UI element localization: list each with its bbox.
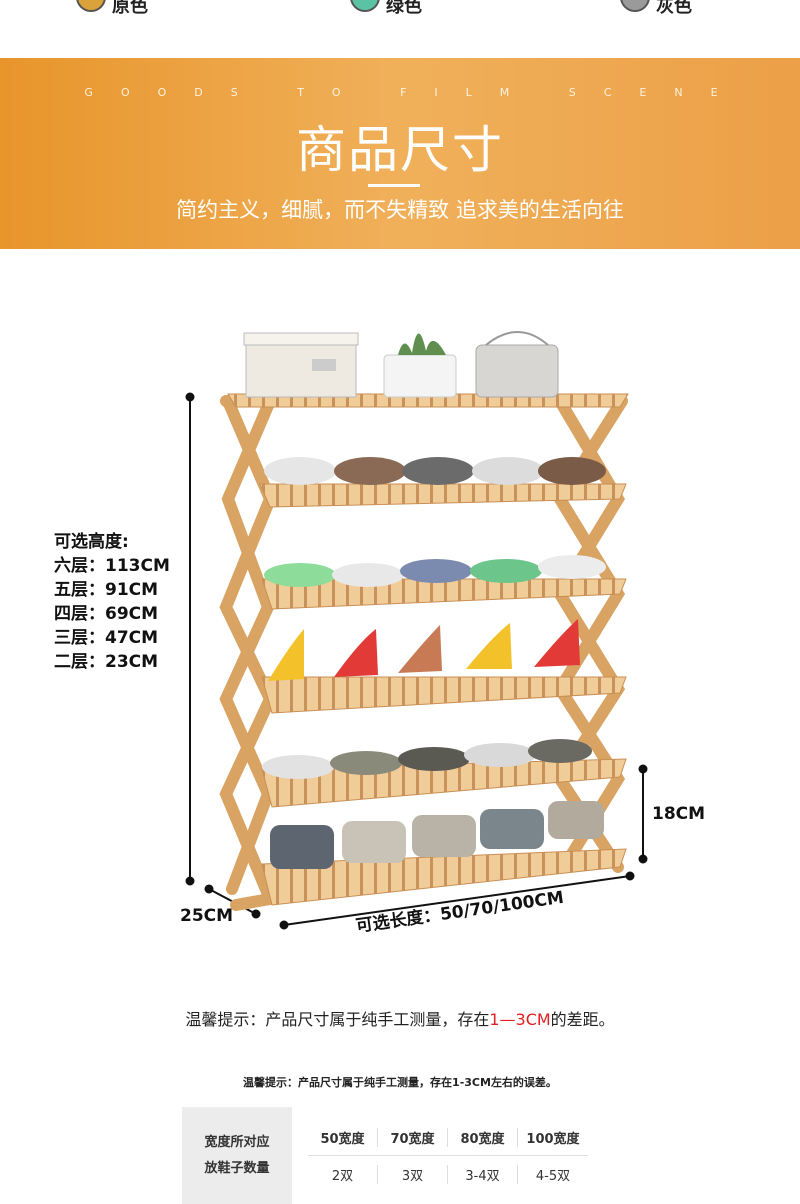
- capacity-grid: 50宽度 70宽度 80宽度 100宽度 2双 3双 3-4双 4-5双: [308, 1119, 588, 1192]
- pairs-cell: 4-5双: [535, 1168, 571, 1184]
- tip-text-after: 的差距。: [550, 1010, 615, 1029]
- banner-title: 商品尺寸: [296, 121, 504, 179]
- capacity-header-line2: 放鞋子数量: [204, 1160, 270, 1176]
- shoes-tier-2: [264, 555, 606, 587]
- swatch-wood-label: 原色: [112, 0, 148, 17]
- banner-divider: [368, 184, 420, 187]
- shoes-tier-4: [262, 739, 592, 779]
- height-two: 二层：23CM: [54, 652, 159, 672]
- height-options-title: 可选高度:: [54, 532, 129, 552]
- capacity-table: 宽度所对应 放鞋子数量 50宽度 70宽度 80宽度 100宽度 2双 3双 3…: [182, 1107, 612, 1204]
- measurement-tip-small: 温馨提示：产品尺寸属于纯手工测量，存在1-3CM左右的误差。: [243, 1076, 557, 1089]
- width-cell: 50宽度: [308, 1127, 378, 1147]
- swatch-gray-label: 灰色: [656, 0, 692, 17]
- swatch-green-label: 绿色: [386, 0, 422, 17]
- depth-label: 25CM: [180, 906, 234, 926]
- width-cell: 100宽度: [526, 1131, 580, 1147]
- height-three: 三层：47CM: [54, 628, 159, 648]
- shoes-tier-5: [270, 801, 604, 869]
- width-row: 50宽度 70宽度 80宽度 100宽度: [308, 1119, 588, 1155]
- pairs-cell: 3双: [378, 1164, 448, 1184]
- height-six: 六层：113CM: [54, 556, 170, 576]
- height-four: 四层：69CM: [54, 604, 159, 624]
- pairs-cell: 3-4双: [448, 1164, 518, 1184]
- width-cell: 80宽度: [448, 1127, 518, 1147]
- width-cell: 70宽度: [378, 1127, 448, 1147]
- color-options: 原色 绿色 灰色: [0, 0, 800, 58]
- potted-plant: [383, 333, 457, 398]
- product-diagram: [0, 249, 800, 989]
- banner-subtitle: 简约主义，细腻，而不失精致 追求美的生活向往: [176, 198, 624, 222]
- rack-shelves: [227, 393, 629, 906]
- height-dimension-line: [185, 392, 195, 886]
- capacity-header-line1: 宽度所对应: [204, 1134, 270, 1150]
- capacity-divider: [308, 1155, 588, 1156]
- height-options: 可选高度: 六层：113CM 五层：91CM 四层：69CM 三层：47CM 二…: [54, 530, 170, 674]
- tip-text-before: 温馨提示：产品尺寸属于纯手工测量，存在: [185, 1010, 490, 1029]
- storage-box: [243, 332, 359, 398]
- size-banner: GOODS TO FILM SCENE 商品尺寸 简约主义，细腻，而不失精致 追…: [0, 58, 800, 249]
- swatch-green[interactable]: [350, 0, 380, 12]
- pairs-cell: 2双: [308, 1164, 378, 1184]
- handbag: [475, 331, 559, 398]
- tip-range: 1—3CM: [489, 1010, 551, 1029]
- swatch-wood[interactable]: [76, 0, 106, 12]
- pairs-row: 2双 3双 3-4双 4-5双: [308, 1156, 588, 1192]
- tier-dimension-line: [638, 764, 648, 864]
- measurement-tip: 温馨提示：产品尺寸属于纯手工测量，存在1—3CM的差距。: [0, 1006, 800, 1030]
- length-dimension-line: [279, 871, 635, 930]
- height-five: 五层：91CM: [54, 580, 159, 600]
- shoes-tier-3: [268, 619, 580, 681]
- tier-height-label: 18CM: [652, 804, 706, 824]
- capacity-table-header: 宽度所对应 放鞋子数量: [182, 1107, 292, 1204]
- shoe-rack-illustration: [185, 331, 648, 930]
- shoes-tier-1: [264, 457, 606, 485]
- banner-english: GOODS TO FILM SCENE: [84, 86, 746, 99]
- swatch-gray[interactable]: [620, 0, 650, 12]
